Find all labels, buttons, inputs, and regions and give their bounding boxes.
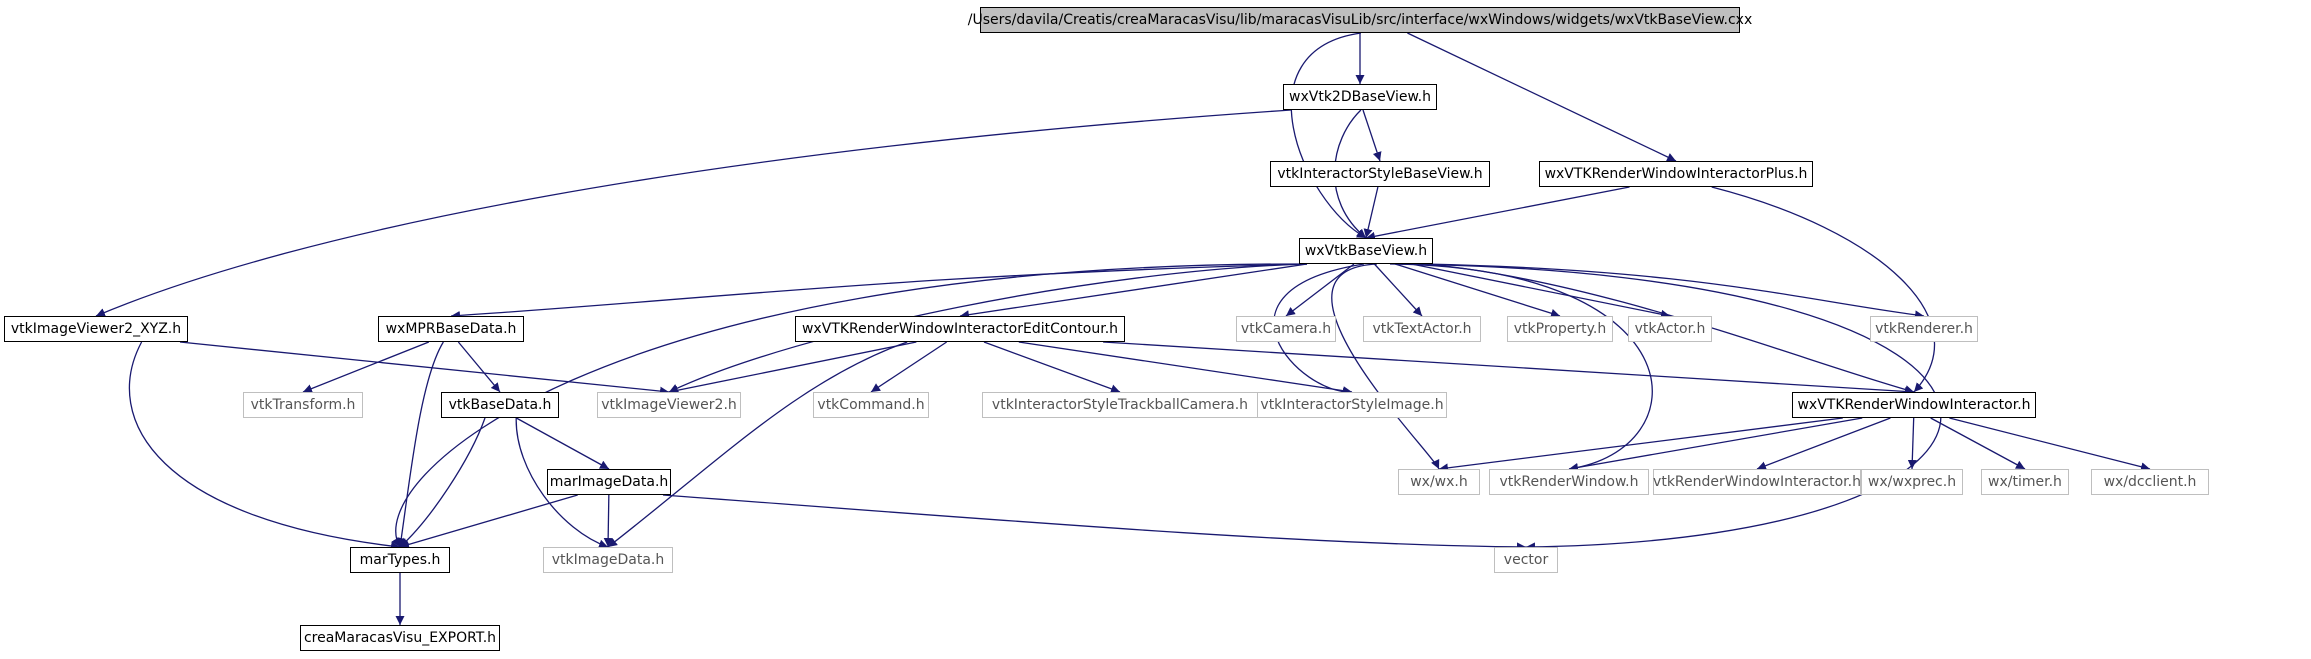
node-vtkinteractorstyletrackballcamera: vtkInteractorStyleTrackballCamera.h — [982, 392, 1258, 418]
edge-wxVtkBaseView-to-wxMPRBaseData — [450, 263, 1308, 320]
edge-wxVtkBaseView-to-vtkImageViewer2 — [668, 263, 1308, 393]
node-wxvtkrenderwindowinteractorplus[interactable]: wxVTKRenderWindowInteractorPlus.h — [1539, 161, 1813, 187]
node-vtktransform: vtkTransform.h — [243, 392, 363, 418]
edge-wxVTKRenderWindowInteractor-to-vtkRenderWindowInteractor — [1756, 417, 1891, 470]
edge-layer — [95, 32, 2151, 625]
node-vtkimageviewer2: vtkImageViewer2.h — [597, 392, 741, 418]
edge-marImageData-to-marTypes — [399, 494, 578, 549]
node-vtkbasedata[interactable]: vtkBaseData.h — [441, 392, 559, 418]
edge-wxVTKRenderWindowInteractor-to-vtkRenderWindow — [1568, 417, 1863, 472]
node-martypes[interactable]: marTypes.h — [350, 547, 450, 573]
edge-vtkBaseData-to-marImageData — [516, 417, 610, 470]
node-vtkcamera: vtkCamera.h — [1236, 316, 1336, 342]
node-vtkrenderer: vtkRenderer.h — [1870, 316, 1978, 342]
node-creamaracasvisu-export[interactable]: creaMaracasVisu_EXPORT.h — [300, 625, 500, 651]
edge-root-to-wxVTKRenderWindowInteractorPlus — [1407, 32, 1677, 162]
node-vtktextactor: vtkTextActor.h — [1363, 316, 1481, 342]
edge-wxVtkBaseView-to-vtkActor — [1411, 263, 1671, 319]
edge-wxVtk2DBaseView-to-vtkInteractorStyleBaseView — [1362, 109, 1382, 162]
node-vtkinteractorstyleimage: vtkInteractorStyleImage.h — [1257, 392, 1447, 418]
edge-wxVtkBaseView-to-vtkProperty — [1394, 263, 1561, 318]
node-wxwx: wx/wx.h — [1398, 469, 1480, 495]
edge-wxVtkBaseView-to-marTypes — [391, 263, 1308, 548]
node-vtkinteractorstylebaseview[interactable]: vtkInteractorStyleBaseView.h — [1270, 161, 1490, 187]
node-wxvtkrenderwindowinteractoreditcontour[interactable]: wxVTKRenderWindowInteractorEditContour.h — [795, 316, 1125, 342]
edge-wxVTKRenderWindowInteractorEditContour-to-vtkCommand — [870, 341, 948, 393]
node-wxvtk2dbaseview[interactable]: wxVtk2DBaseView.h — [1283, 84, 1437, 110]
node-wxvtkrenderwindowinteractor[interactable]: wxVTKRenderWindowInteractor.h — [1792, 392, 2036, 418]
edge-wxMPRBaseData-to-vtkBaseData — [457, 341, 501, 393]
edge-wxVTKRenderWindowInteractor-to-wxwxprec — [1907, 417, 1917, 470]
node-vtkproperty: vtkProperty.h — [1507, 316, 1613, 342]
edge-root-to-wxVtkBaseView — [1290, 32, 1367, 239]
edge-wxVTKRenderWindowInteractorEditContour-to-vtkInteractorStyleTrackballCamera — [983, 341, 1121, 394]
edge-wxVtkBaseView-to-vtkCamera — [1285, 263, 1355, 317]
edge-wxVTKRenderWindowInteractorEditContour-to-vtkInteractorStyleImage — [1018, 341, 1353, 396]
node-vtkcommand: vtkCommand.h — [813, 392, 929, 418]
edge-vtkBaseData-to-vtkImageData — [515, 417, 609, 549]
node-wxmprbasedata[interactable]: wxMPRBaseData.h — [378, 316, 524, 342]
edge-vtkInteractorStyleBaseView-to-wxVtkBaseView — [1363, 186, 1379, 239]
edge-wxVtkBaseView-to-wxVTKRenderWindowInteractorEditContour — [959, 263, 1308, 320]
node-marimagedata[interactable]: marImageData.h — [547, 469, 671, 495]
edge-wxVTKRenderWindowInteractor-to-wxwx — [1438, 417, 1843, 473]
edge-wxMPRBaseData-to-vtkTransform — [302, 341, 430, 393]
node-vtkactor: vtkActor.h — [1628, 316, 1712, 342]
edge-vtkImageViewer2_XYZ-to-marTypes — [128, 341, 401, 551]
edge-wxVTKRenderWindowInteractor-to-wxtimer — [1930, 417, 2026, 470]
edge-wxVtkBaseView-to-vtkTextActor — [1373, 263, 1423, 317]
edge-vtkImageViewer2_XYZ-to-vtkImageViewer2 — [179, 341, 670, 396]
edge-wxVTKRenderWindowInteractorPlus-to-wxVTKRenderWindowInteractor — [1711, 186, 1935, 393]
edge-wxVTKRenderWindowInteractor-to-wxdcclient — [1949, 417, 2151, 472]
node-wxvtkbaseview[interactable]: wxVtkBaseView.h — [1299, 238, 1433, 264]
edge-wxVTKRenderWindowInteractorPlus-to-wxVtkBaseView — [1365, 186, 1630, 241]
node-vtkimageviewer2-xyz[interactable]: vtkImageViewer2_XYZ.h — [4, 316, 188, 342]
node-root[interactable]: /Users/davila/Creatis/creaMaracasVisu/li… — [968, 7, 1752, 33]
edge-wxVTKRenderWindowInteractorEditContour-to-vtkImageData — [607, 341, 908, 548]
edge-wxVtkBaseView-to-vtkRenderer — [1424, 263, 1925, 320]
edge-marImageData-to-vtkImageData — [603, 494, 613, 548]
node-wxtimer: wx/timer.h — [1981, 469, 2069, 495]
node-vector: vector — [1494, 547, 1558, 573]
node-wxwxprec: wx/wxprec.h — [1861, 469, 1963, 495]
node-vtkimagedata: vtkImageData.h — [543, 547, 673, 573]
edge-wxVTKRenderWindowInteractorEditContour-to-vtkImageViewer2 — [668, 341, 917, 395]
edge-wxMPRBaseData-to-marTypes — [396, 341, 444, 548]
node-vtkrenderwindow: vtkRenderWindow.h — [1489, 469, 1649, 495]
edge-wxVtk2DBaseView-to-vtkImageViewer2_XYZ — [95, 109, 1292, 317]
node-wxdcclient: wx/dcclient.h — [2091, 469, 2209, 495]
edge-marImageData-to-vector — [662, 494, 1527, 552]
edge-wxVtkBaseView-to-wxwx — [1331, 263, 1440, 470]
node-vtkrenderwindowinteractor: vtkRenderWindowInteractor.h — [1653, 469, 1861, 495]
edge-wxVTKRenderWindowInteractorEditContour-to-wxVTKRenderWindowInteractor — [1103, 341, 1915, 396]
edge-vtkBaseData-to-marTypes — [399, 417, 486, 548]
edge-wxVtkBaseView-to-vtkRenderWindow — [1396, 263, 1653, 473]
